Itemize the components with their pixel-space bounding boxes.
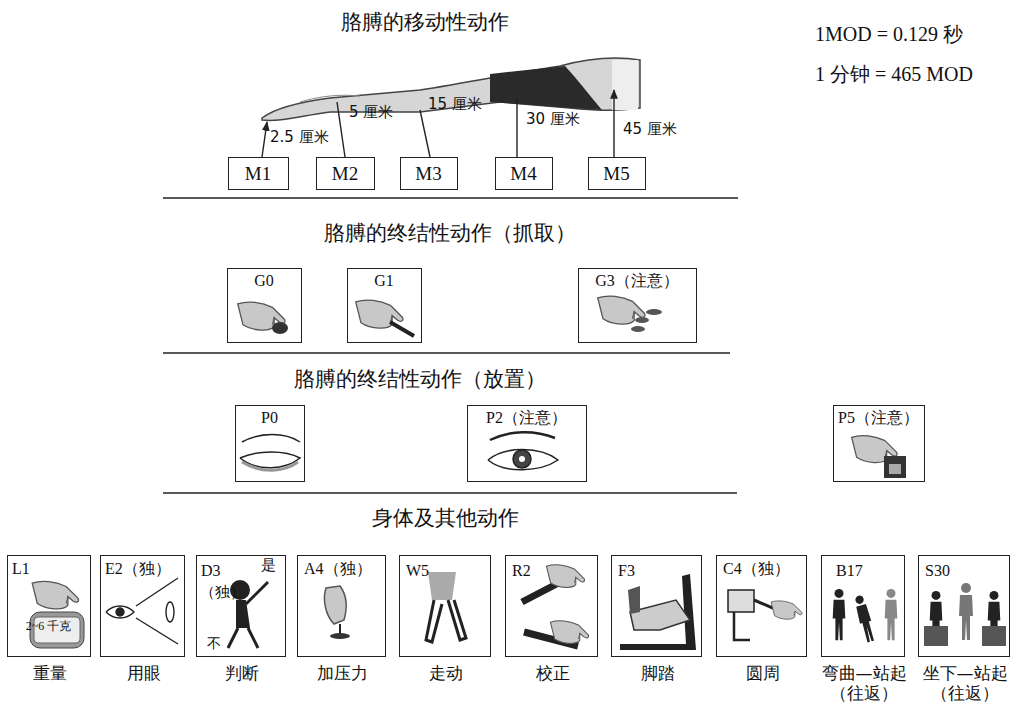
code-box: M4 [495,157,553,190]
action-caption: 重量 [4,664,96,684]
dimension-label: 30 厘米 [526,110,580,128]
code-label: L1 [12,560,30,578]
leader-line [262,90,614,157]
dimension-label: 2.5 厘米 [270,128,329,146]
action-caption: 判断 [193,664,291,684]
action-caption: 圆周 [713,664,812,684]
action-caption: 坐下—站起 （往返） [915,664,1015,703]
icon-box: A4（独）加压力 [297,555,386,657]
pedal-icon [620,574,696,650]
code-box: P2（注意） [467,405,587,482]
icon-text: 2~6 千克 [26,620,72,634]
icon-text: 是 [261,557,276,574]
section-heading: 胳膊的终结性动作（放置） [294,367,546,392]
code-label: M1 [245,163,271,185]
action-caption: 弯曲—站起 （往返） [818,664,910,703]
icon-box: R2校正 [505,555,598,657]
arm-figure [262,58,640,120]
unit-note: 1MOD = 0.129 秒 [815,22,963,46]
code-label: M2 [332,163,358,185]
code-label: B17 [836,562,863,580]
code-label: C4（独） [723,560,790,578]
align-icon [522,565,589,646]
icon-box: B17弯曲—站起 （往返） [821,555,905,657]
dimension-label: 45 厘米 [623,120,677,138]
code-label: W5 [406,562,429,580]
code-label: G3（注意） [595,272,679,290]
code-label: E2（独） [105,560,171,578]
action-caption: 走动 [396,664,496,684]
code-box: G0 [227,268,302,343]
icon-box: W5走动 [399,555,491,657]
code-label: R2 [512,562,531,580]
code-label: S30 [925,562,950,580]
icon-box: D3是（独）不判断 [196,555,286,657]
code-label: M3 [415,163,441,185]
code-box: G1 [347,268,422,343]
icon-box: C4（独）圆周 [716,555,807,657]
code-box: M3 [400,157,458,190]
icon-text: 不 [207,636,221,652]
code-box: P0 [235,405,305,482]
code-label: M5 [603,163,629,185]
code-label: P2（注意） [486,409,567,427]
icon-box: E2（独）用眼 [100,555,185,657]
icon-text: （独） [200,584,245,601]
action-caption: 加压力 [294,664,391,684]
code-box: G3（注意） [578,268,697,343]
icon-box: L12~6 千克重量 [7,555,91,657]
divider-rule [163,198,738,493]
code-label: P0 [261,409,278,427]
dimension-label: 15 厘米 [428,95,482,113]
code-label: P5（注意） [838,409,919,427]
code-box: M2 [316,157,375,190]
dimension-label: 5 厘米 [349,103,393,121]
code-box: P5（注意） [833,405,925,482]
section-heading: 身体及其他动作 [372,506,519,531]
code-label: G0 [254,272,274,290]
section-heading: 胳膊的终结性动作（抓取） [324,221,576,246]
press-icon [324,586,350,639]
place-icon [852,436,906,478]
code-box: M5 [588,157,646,190]
section-heading: 胳膊的移动性动作 [341,10,509,35]
code-label: M4 [510,163,536,185]
weight-icon [30,581,84,648]
walk-legs [426,572,466,642]
code-label: G1 [374,272,394,290]
code-label: F3 [618,562,635,580]
icon-box: F3脚踏 [611,555,702,657]
code-label: A4（独） [304,560,372,578]
action-caption: 校正 [502,664,603,684]
unit-note: 1 分钟 = 465 MOD [815,62,973,86]
crank-icon [728,590,802,640]
icon-box: S30坐下—站起 （往返） [918,555,1010,657]
code-box: M1 [228,157,289,190]
person-figure [833,583,1006,646]
action-caption: 脚踏 [608,664,707,684]
action-caption: 用眼 [97,664,190,684]
eye-sight-icon [106,578,178,644]
code-label: D3 [201,562,221,580]
eye-icon [240,432,558,470]
